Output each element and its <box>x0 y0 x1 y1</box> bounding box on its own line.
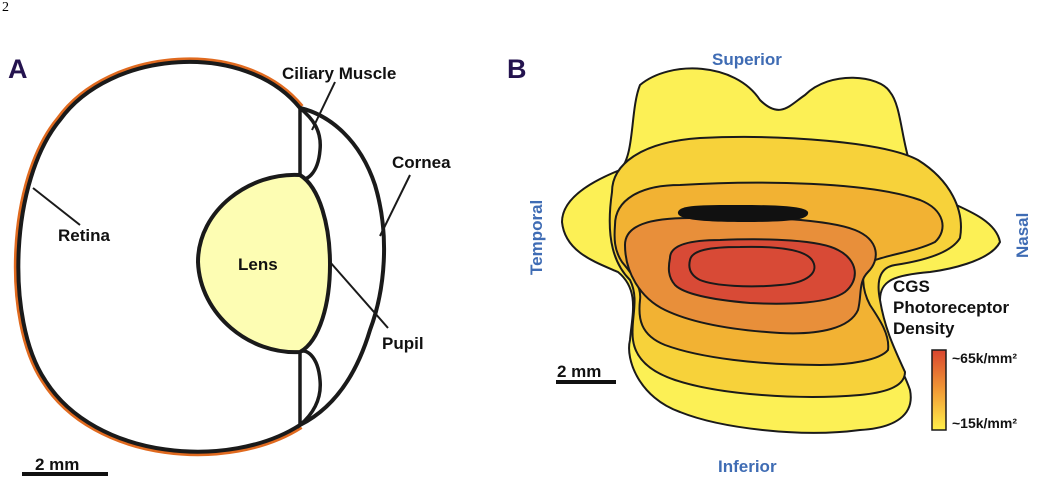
lens-shape <box>195 172 332 355</box>
eye-globe-outline <box>16 59 302 454</box>
temporal-label: Temporal <box>527 200 546 275</box>
page-number: 2 <box>2 0 9 15</box>
density-peak <box>688 245 816 288</box>
legend-title-line-2: Photoreceptor <box>893 298 1010 317</box>
cornea-outline <box>299 106 387 427</box>
panel-a: A Ciliary Muscle Cornea Retina Lens Pupi… <box>8 54 451 476</box>
optic-nerve-head <box>677 205 809 222</box>
lens-label: Lens <box>238 255 278 274</box>
cornea-leader <box>379 174 411 237</box>
upper-ciliary-structure <box>298 104 322 181</box>
panel-b: B Superior Inferior Temporal Nasal 2 mm … <box>507 50 1032 476</box>
legend-title-line-3: Density <box>893 319 955 338</box>
cornea-label: Cornea <box>392 153 451 172</box>
pupil-leader <box>329 261 389 329</box>
nasal-label: Nasal <box>1013 213 1032 258</box>
panel-b-scale-bar-label: 2 mm <box>557 362 601 381</box>
legend-high-label: ~65k/mm² <box>952 350 1017 366</box>
legend-color-bar <box>931 349 947 431</box>
panel-a-letter: A <box>8 54 28 84</box>
legend-title: CGS Photoreceptor Density <box>893 277 1014 338</box>
ciliary-leader <box>311 81 336 131</box>
retina-leader <box>32 187 81 226</box>
panel-a-scale-bar-label: 2 mm <box>35 455 79 474</box>
panel-b-letter: B <box>507 54 527 84</box>
ciliary-muscle-label: Ciliary Muscle <box>282 64 396 83</box>
inferior-label: Inferior <box>718 457 777 476</box>
pupil-label: Pupil <box>382 334 424 353</box>
density-legend: CGS Photoreceptor Density ~65k/mm² ~15k/… <box>893 277 1017 431</box>
retina-label: Retina <box>58 226 111 245</box>
superior-label: Superior <box>712 50 782 69</box>
legend-low-label: ~15k/mm² <box>952 415 1017 431</box>
legend-title-line-1: CGS <box>893 277 930 296</box>
